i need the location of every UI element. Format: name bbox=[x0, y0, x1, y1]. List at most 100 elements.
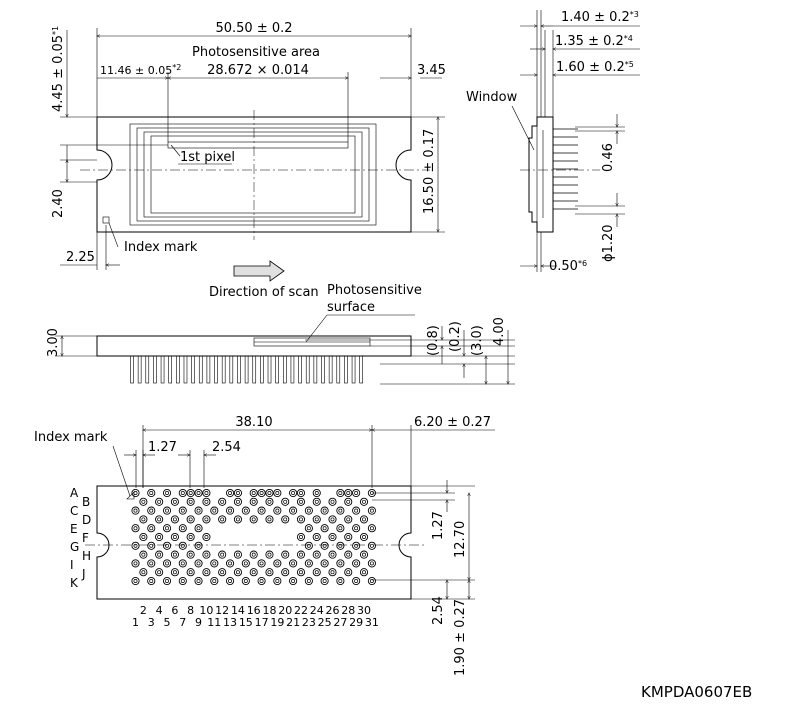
pin-hole bbox=[296, 488, 306, 498]
pin-hole bbox=[194, 541, 203, 550]
front-view: Photosensitive surface 3.00 (0.8) (0.2) … bbox=[46, 283, 515, 384]
column-number-even: 30 bbox=[357, 604, 371, 617]
dim-front-3-00: 3.00 bbox=[46, 328, 61, 357]
pin-hole bbox=[312, 488, 321, 498]
front-pin bbox=[137, 355, 142, 384]
pin-hole bbox=[320, 576, 329, 586]
pin-hole bbox=[352, 488, 361, 498]
drawing-code: KMPDA0607EB bbox=[641, 683, 752, 701]
row-letter: J bbox=[81, 567, 86, 581]
label-index-mark-top: Index mark bbox=[124, 240, 198, 255]
column-number-odd: 23 bbox=[302, 616, 316, 629]
side-view: 1.40 ± 0.2*3 1.35 ± 0.2*4 1.60 ± 0.2*5 W… bbox=[466, 10, 640, 274]
pin-hole bbox=[304, 576, 313, 586]
pin-hole bbox=[202, 532, 211, 542]
column-number-even: 26 bbox=[326, 604, 340, 617]
pin-hole bbox=[344, 497, 353, 506]
label-first-pixel: 1st pixel bbox=[180, 150, 235, 165]
pin-hole bbox=[194, 524, 203, 533]
pin-hole bbox=[202, 515, 211, 524]
pin-hole bbox=[139, 497, 148, 506]
dim-bottom-6-20: 6.20 ± 0.27 bbox=[414, 415, 491, 430]
pin-hole bbox=[186, 497, 195, 506]
pin-hole bbox=[139, 532, 148, 542]
front-pin bbox=[351, 355, 356, 384]
front-pin bbox=[244, 355, 249, 384]
pin-hole bbox=[289, 506, 298, 515]
pin-hole bbox=[178, 541, 187, 550]
front-pin bbox=[344, 355, 348, 384]
pin-hole bbox=[170, 497, 179, 506]
pin-hole bbox=[304, 559, 313, 568]
column-number-even: 4 bbox=[156, 604, 163, 617]
front-pin bbox=[237, 355, 241, 384]
pin-hole bbox=[218, 550, 227, 559]
pin-hole bbox=[265, 488, 274, 498]
dim-top-offset: 4.45 ± 0.05*1 bbox=[51, 26, 66, 112]
pin-hole bbox=[178, 506, 187, 515]
pin-hole bbox=[320, 506, 329, 515]
index-mark-bottom bbox=[126, 491, 135, 500]
pin-hole bbox=[249, 568, 258, 577]
front-pin bbox=[183, 355, 188, 384]
pin-hole bbox=[155, 568, 164, 577]
pin-hole bbox=[218, 515, 227, 524]
dim-side-0-46: 0.46 bbox=[601, 143, 616, 172]
column-number-even: 16 bbox=[247, 604, 261, 617]
pin-hole bbox=[241, 576, 250, 586]
pin-hole bbox=[289, 488, 298, 498]
top-view: 50.50 ± 0.2 Photosensitive area 11.46 ± … bbox=[51, 21, 446, 300]
column-number-odd: 15 bbox=[239, 616, 253, 629]
front-pin bbox=[206, 355, 211, 384]
pin-hole bbox=[178, 524, 187, 533]
column-number-even: 10 bbox=[199, 604, 213, 617]
dim-first-offset: 11.46 ± 0.05*2 bbox=[100, 63, 181, 77]
column-number-even: 8 bbox=[187, 604, 194, 617]
pin-hole bbox=[359, 497, 369, 506]
side-body bbox=[528, 116, 554, 233]
pin-hole bbox=[170, 568, 179, 577]
column-number-odd: 21 bbox=[286, 616, 300, 629]
pin-hole bbox=[328, 568, 337, 577]
pin-hole bbox=[344, 568, 353, 577]
pin-hole bbox=[312, 515, 321, 524]
pin-hole bbox=[273, 488, 282, 498]
pin-hole bbox=[162, 488, 172, 498]
pin-hole bbox=[249, 550, 258, 559]
dim-side-1-60: 1.60 ± 0.2*5 bbox=[556, 60, 634, 75]
front-pin bbox=[298, 355, 302, 384]
column-number-even: 14 bbox=[231, 604, 245, 617]
pin-hole bbox=[210, 506, 219, 515]
pin-hole bbox=[336, 524, 345, 533]
row-letter: H bbox=[82, 549, 91, 563]
dim-side-0-50: 0.50*6 bbox=[549, 259, 587, 274]
pin-hole bbox=[312, 497, 321, 506]
pin-hole bbox=[194, 576, 203, 586]
pin-hole bbox=[352, 576, 361, 586]
pin-hole bbox=[162, 541, 172, 550]
pin-hole bbox=[265, 568, 274, 577]
pin-hole bbox=[186, 515, 195, 524]
pin-hole bbox=[226, 506, 235, 515]
dim-right-12-70: 12.70 bbox=[453, 521, 468, 558]
dim-side-1-20: ϕ1.20 bbox=[601, 224, 616, 262]
pin-hole bbox=[202, 488, 211, 498]
pin-hole bbox=[233, 488, 242, 498]
column-number-odd: 25 bbox=[318, 616, 332, 629]
pin-hole bbox=[147, 541, 156, 550]
front-pin bbox=[336, 355, 341, 384]
label-photosensitive-area: Photosensitive area bbox=[192, 45, 320, 60]
pin-hole bbox=[265, 550, 274, 559]
pin-hole bbox=[344, 550, 353, 559]
pin-hole bbox=[296, 497, 306, 506]
pin-hole bbox=[367, 559, 376, 568]
pin-hole bbox=[186, 532, 195, 542]
label-direction-of-scan: Direction of scan bbox=[209, 285, 319, 300]
pin-hole bbox=[281, 550, 290, 559]
pin-hole bbox=[139, 515, 148, 524]
dim-overall-length: 50.50 ± 0.2 bbox=[215, 21, 292, 36]
pin-hole bbox=[249, 488, 258, 498]
pin-hole bbox=[170, 532, 179, 542]
pin-hole bbox=[178, 576, 187, 586]
